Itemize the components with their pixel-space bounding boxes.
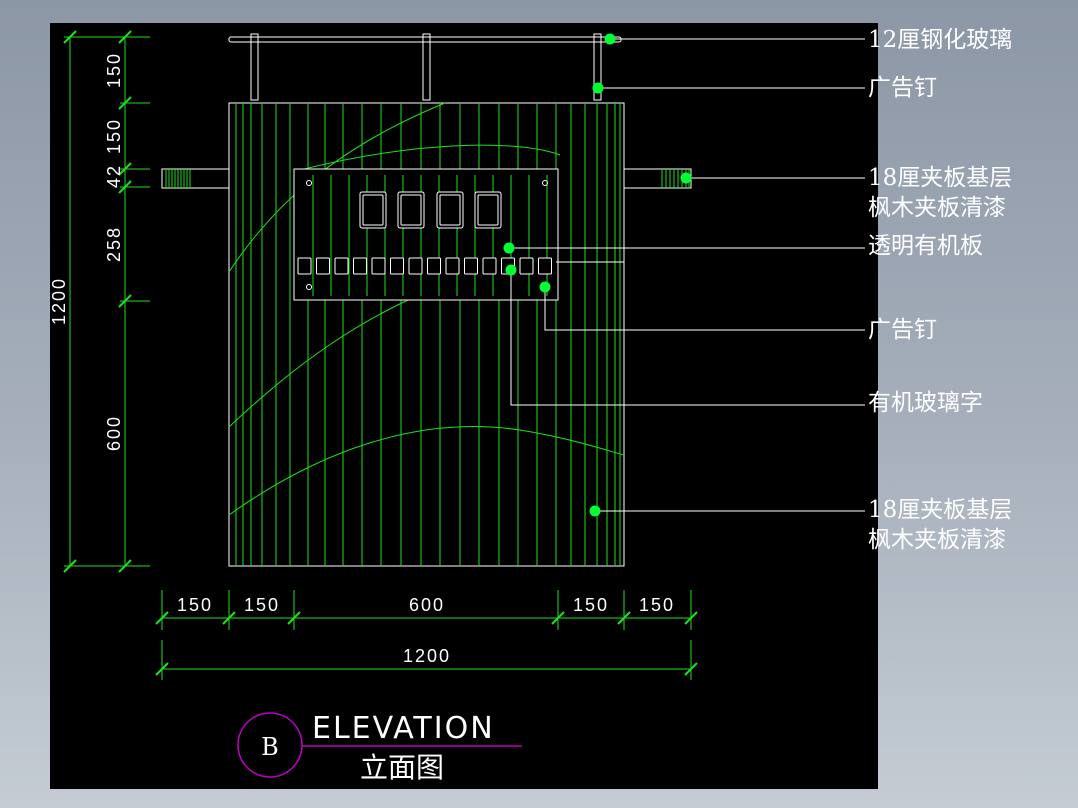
glass-top-assembly — [228, 33, 622, 101]
acrylic-letter-large-inner — [439, 194, 461, 226]
callout-leader-line — [510, 270, 865, 406]
acrylic-letter-large-inner — [477, 194, 499, 226]
acrylic-letter-large-inner — [400, 194, 422, 226]
panel-outline — [228, 102, 625, 567]
acrylic-letter-large — [359, 191, 387, 229]
acrylic-letter-small — [297, 257, 312, 275]
side-brackets — [161, 168, 692, 189]
dim-text-vertical-segment: 258 — [104, 226, 124, 262]
acrylic-letter-small — [371, 257, 386, 275]
tempered-glass-rod — [228, 36, 622, 43]
callout-dot — [503, 242, 515, 254]
title-english: ELEVATION — [312, 711, 495, 746]
callout-label-plywood-bottom: 18厘夹板基层枫木夹板清漆 — [868, 497, 1013, 553]
dim-text-overall-width: 1200 — [403, 646, 451, 666]
callout-dots — [503, 33, 692, 517]
title-block: B ELEVATION 立面图 — [237, 711, 522, 784]
callout-dot — [589, 505, 601, 517]
dim-text-horizontal-segment: 150 — [244, 595, 280, 615]
callout-dot — [505, 264, 517, 276]
callout-dot — [592, 82, 604, 94]
callout-dot — [604, 33, 616, 45]
dim-text-vertical-segment: 150 — [104, 52, 124, 88]
acrylic-letter-large-inner — [362, 194, 384, 226]
title-mark-circle — [237, 712, 303, 778]
callout-label-acrylic: 透明有机板 — [868, 233, 983, 259]
callout-label-glass: 12厘钢化玻璃 — [868, 27, 1013, 53]
title-chinese: 立面图 — [360, 751, 444, 784]
callout-label-nail-top: 广告钉 — [868, 75, 937, 101]
acrylic-letter-small — [353, 257, 367, 275]
acrylic-board — [293, 168, 559, 301]
dim-text-horizontal-segment: 150 — [639, 595, 675, 615]
callout-dot — [539, 281, 551, 293]
dim-text-vertical-segment: 42 — [104, 164, 124, 188]
acrylic-letter-small — [445, 257, 460, 275]
callout-label-nail-board: 广告钉 — [868, 317, 937, 343]
standoff-right — [593, 33, 602, 101]
standoff-left — [250, 33, 259, 101]
acrylic-letter-small — [482, 257, 497, 275]
dim-text-horizontal-segment: 150 — [573, 595, 609, 615]
acrylic-letter-small — [427, 257, 441, 275]
acrylic-letter-small — [538, 257, 552, 275]
acrylic-letter-small — [519, 257, 534, 275]
callout-leaders — [509, 38, 865, 512]
acrylic-letter-small — [408, 257, 423, 275]
acrylic-letter-small — [334, 257, 349, 275]
acrylic-letter-large — [436, 191, 464, 229]
standoff-center — [422, 33, 431, 101]
elevation-drawing: 1200 150 150 42 258 600 150 150 600 150 150 1200 B … — [50, 30, 865, 784]
acrylic-letter-small — [316, 257, 330, 275]
dim-text-vertical-segment: 150 — [104, 118, 124, 154]
callout-label-plywood-top: 18厘夹板基层枫木夹板清漆 — [868, 165, 1013, 221]
dimension-text: 1200 150 150 42 258 600 150 150 600 150 150 1200 — [50, 52, 675, 666]
dim-text-horizontal-segment: 600 — [409, 595, 445, 615]
dimension-lines — [63, 30, 698, 680]
dim-text-vertical-segment: 600 — [104, 415, 124, 451]
title-mark-letter: B — [261, 733, 279, 761]
acrylic-letter-small — [464, 257, 478, 275]
callout-leader-line — [544, 287, 865, 331]
acrylic-letter-large — [474, 191, 502, 229]
wood-grain-arcs — [228, 102, 625, 516]
dim-text-overall-height: 1200 — [50, 277, 69, 325]
callout-dot — [680, 172, 692, 184]
acrylic-letter-large — [397, 191, 425, 229]
acrylic-letter-small — [390, 257, 404, 275]
drawing-canvas: 1200 150 150 42 258 600 150 150 600 150 150 1200 B … — [50, 23, 878, 789]
dim-text-horizontal-segment: 150 — [177, 595, 213, 615]
callout-label-acrylic-letters: 有机玻璃字 — [868, 390, 983, 416]
